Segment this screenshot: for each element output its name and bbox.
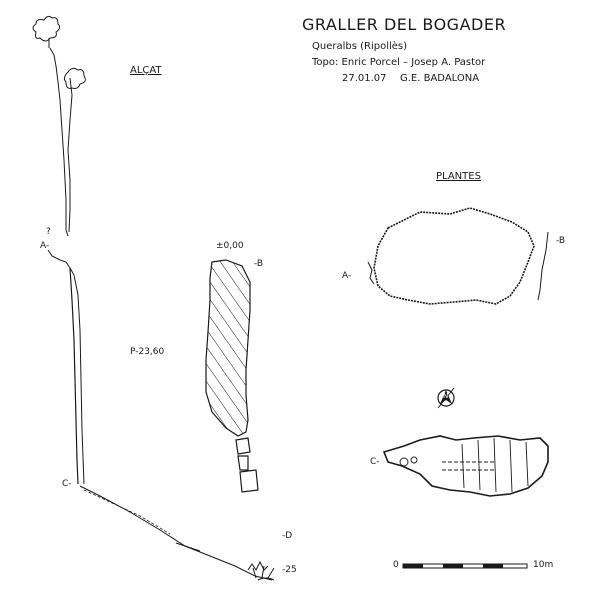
elevation-title: ALÇAT bbox=[130, 65, 162, 76]
north-letter: N bbox=[443, 392, 449, 400]
plan-c-outline bbox=[382, 435, 549, 497]
scale-bar bbox=[402, 563, 528, 569]
floor-slope bbox=[79, 485, 273, 581]
survey-date: 27.01.07 bbox=[342, 73, 387, 84]
plan-a-entrance bbox=[367, 261, 375, 285]
bush-icon bbox=[63, 67, 86, 89]
elevation-upper-right-wall bbox=[67, 77, 73, 233]
floor-slope-lower bbox=[83, 489, 171, 535]
pit-depth-label: P-23,60 bbox=[130, 347, 165, 357]
shaft-left-wall bbox=[69, 267, 79, 485]
plan-a-b-outline bbox=[373, 207, 535, 305]
scale-end: 10m bbox=[533, 560, 554, 570]
elevation-entrance-edge bbox=[47, 249, 71, 269]
plans-title: PLANTES bbox=[436, 171, 481, 182]
plan-label-c: C- bbox=[370, 457, 380, 467]
topo-credits: Topo: Enric Porcel – Josep A. Pastor bbox=[312, 57, 486, 68]
question-mark-label: ? bbox=[46, 227, 51, 237]
surface-level-label: ±0,00 bbox=[216, 241, 244, 251]
pit-blocks bbox=[235, 437, 259, 493]
north-arrow-icon bbox=[437, 387, 455, 409]
survey-title: GRALLER DEL BOGADER bbox=[302, 15, 507, 34]
elevation-left-wall bbox=[49, 47, 69, 237]
elevation-label-b: -B bbox=[254, 259, 264, 269]
bottom-vegetation-icon bbox=[252, 565, 275, 581]
plan-label-a: A- bbox=[342, 271, 352, 281]
shaft-right-wall bbox=[69, 267, 85, 485]
elevation-label-c: C- bbox=[62, 479, 72, 489]
bottom-depth-label: -25 bbox=[282, 565, 297, 575]
pit-section bbox=[205, 259, 251, 437]
elevation-label-d: -D bbox=[282, 531, 293, 541]
club-name: G.E. BADALONA bbox=[400, 73, 480, 84]
elevation-label-a: A- bbox=[40, 241, 50, 251]
plan-b-wall bbox=[537, 231, 549, 301]
plan-label-b: -B bbox=[556, 236, 566, 246]
tree-icon bbox=[32, 15, 61, 48]
rubble-marks bbox=[175, 542, 269, 571]
scale-start: 0 bbox=[393, 560, 399, 570]
plan-c-interior bbox=[399, 437, 529, 493]
location-text: Queralbs (Ripollès) bbox=[312, 41, 408, 52]
